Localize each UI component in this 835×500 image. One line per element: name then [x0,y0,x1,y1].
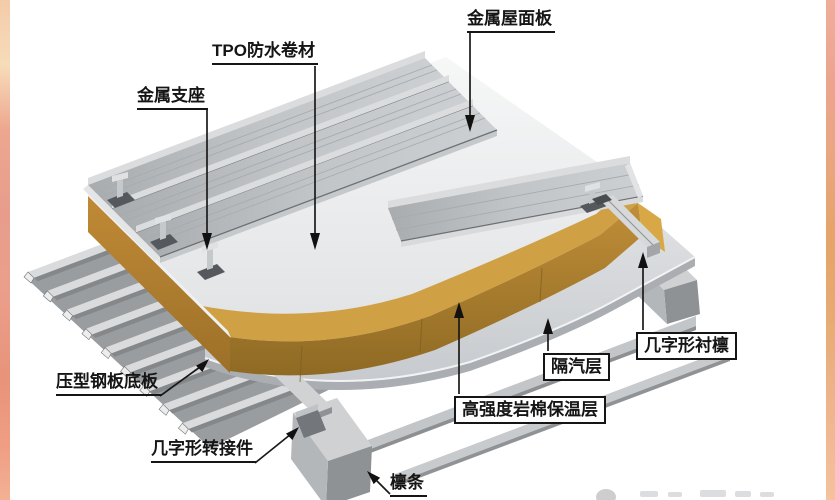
arrow-metal-roof-panel [465,115,475,132]
adapter-bracket-top [296,404,318,418]
support-clip [197,242,225,280]
support-clip [107,172,135,208]
metal-roof-panels [83,51,498,263]
leader-adapter [254,433,292,464]
right-panel-end [625,163,643,198]
leader-purlin [374,478,391,495]
right-border-strip [826,0,835,500]
lining-purlin-clip [592,194,612,205]
label-profiled-steel-deck: 压型钢板底板 [56,371,161,396]
right-roof-panel [388,156,644,247]
panel-seam-ridge [88,51,425,185]
label-vapor-barrier: 隔汽层 [543,353,610,381]
label-metal-roof-panel: 金属屋面板 [467,8,555,33]
arrow-lining-purlin [638,252,648,268]
support-clip [150,214,178,250]
adapter-bracket [296,410,326,438]
panel-front-edge [159,129,498,258]
arrow-purlin [367,471,381,485]
purlin-side-face [291,413,328,500]
right-purlin-end [664,280,700,324]
label-z-shaped-lining-purlin: 几字形衬檩 [636,332,737,360]
leader-deck [159,366,201,397]
insulation-top-reveal [200,183,638,342]
insulation-end-face [638,203,665,252]
arrow-metal-support [202,233,212,250]
insulation-front-face [230,203,642,376]
panel-seam-ridge [136,99,473,233]
arrow-adapter [286,427,299,440]
arrow-deck [196,359,209,372]
panel-lines [94,64,438,198]
panel-front-lip [160,130,497,263]
label-z-shaped-adapter: 几字形转接件 [151,438,256,463]
label-metal-support: 金属支座 [137,85,208,110]
c-purlin-strip [352,316,696,456]
purlin-end-face [326,446,372,500]
left-border-strip [0,0,10,500]
right-panel-lines [391,173,640,231]
label-purlin: 檩条 [390,472,427,497]
arrow-vapor [543,318,553,334]
metal-supports [107,172,607,280]
insulation-left-face [88,196,230,373]
watermark [596,489,774,500]
right-panel-seam-ridge [388,156,630,208]
arrow-tpo [310,233,320,250]
insulation-layer [88,182,665,383]
lining-purlin-top [600,195,660,247]
insulation-joints [299,267,543,383]
panel-end-face [131,233,160,261]
vapor-barrier-edge [205,257,695,391]
panel-end-face [107,209,136,237]
arrow-insulation [454,302,464,318]
panel-seam-ridge [112,75,449,209]
right-panel [388,163,643,241]
panel-lines [142,112,486,246]
arrowheads [196,115,648,485]
panel-end-face [83,185,112,213]
c-purlin-strip-shadow [352,326,696,460]
label-rock-wool-insulation: 高强度岩棉保温层 [454,396,606,424]
lining-purlin-channel [592,194,660,258]
lining-purlin-groove [605,197,654,246]
panel-lines [118,88,462,222]
lining-purlin-side [647,242,660,258]
right-panel-lip [401,196,643,247]
label-tpo-membrane: TPO防水卷材 [212,40,318,65]
